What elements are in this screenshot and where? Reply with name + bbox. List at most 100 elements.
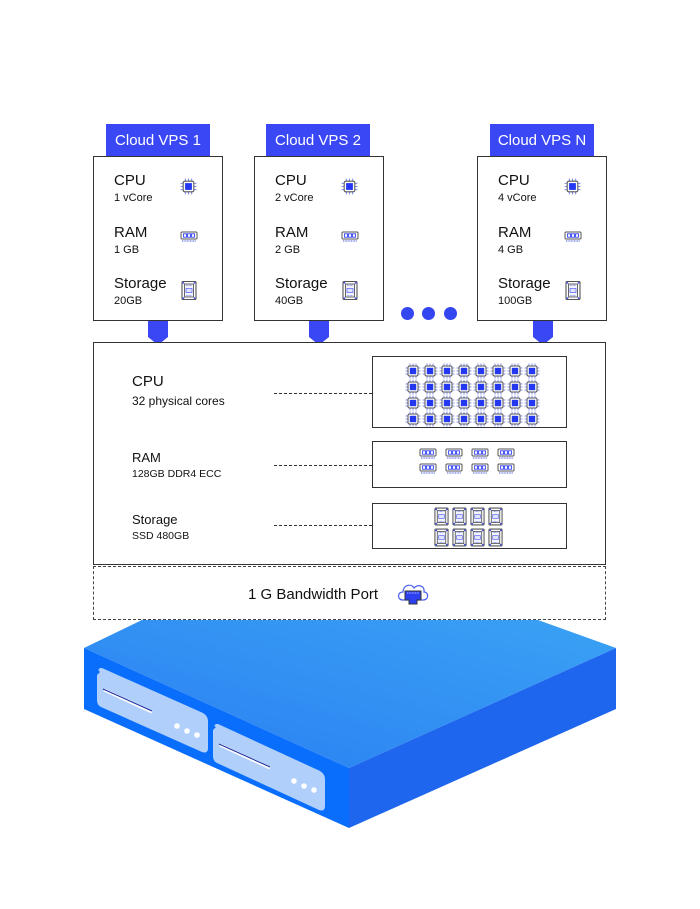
ram-rack bbox=[372, 441, 567, 488]
dot-2 bbox=[422, 307, 435, 320]
host-ram-value: 128GB DDR4 ECC bbox=[132, 468, 222, 480]
cpu-chip-icon bbox=[473, 411, 489, 427]
vps-2-connector bbox=[309, 321, 329, 345]
cpu-chip-icon bbox=[507, 363, 523, 379]
host-storage: Storage SSD 480GB bbox=[132, 512, 189, 543]
storage-label: Storage bbox=[114, 275, 167, 292]
cpu-value: 2 vCore bbox=[275, 192, 314, 204]
ram-value: 2 GB bbox=[275, 244, 301, 256]
vps-n-connector bbox=[533, 321, 553, 345]
ram-module-icon bbox=[497, 448, 515, 460]
ram-module-icon bbox=[445, 448, 463, 460]
cpu-chip-icon bbox=[490, 395, 506, 411]
ram-label: RAM bbox=[498, 224, 532, 241]
cpu-chip-grid bbox=[405, 363, 540, 427]
cpu-label: CPU bbox=[275, 172, 307, 189]
cpu-chip-icon bbox=[524, 395, 540, 411]
storage-dashed-link bbox=[274, 525, 372, 526]
dot-3 bbox=[444, 307, 457, 320]
host-cpu-value: 32 physical cores bbox=[132, 394, 225, 408]
ram-module-icon bbox=[445, 463, 463, 475]
cpu-chip-icon bbox=[507, 395, 523, 411]
ssd-icon bbox=[565, 280, 581, 301]
host-cpu: CPU 32 physical cores bbox=[132, 373, 225, 409]
ram-icon bbox=[341, 231, 359, 243]
vps-n-card: CPU 4 vCore RAM 4 GB Storage 100GB bbox=[477, 156, 607, 321]
vps-2-storage: Storage 40GB bbox=[275, 275, 328, 308]
ssd-grid bbox=[434, 507, 503, 547]
ssd-drive-icon bbox=[488, 528, 503, 547]
cpu-label: CPU bbox=[498, 172, 530, 189]
ram-value: 1 GB bbox=[114, 244, 140, 256]
host-storage-value: SSD 480GB bbox=[132, 530, 190, 542]
cpu-chip-icon bbox=[524, 363, 540, 379]
server-top-face bbox=[84, 620, 616, 768]
ssd-drive-icon bbox=[452, 507, 467, 526]
cpu-chip-icon bbox=[405, 379, 421, 395]
vps-1-storage: Storage 20GB bbox=[114, 275, 167, 308]
cpu-chip-icon bbox=[439, 379, 455, 395]
cpu-chip-icon bbox=[405, 363, 421, 379]
ram-icon bbox=[180, 231, 198, 243]
cpu-icon bbox=[564, 178, 581, 195]
storage-label: Storage bbox=[498, 275, 551, 292]
vps-n-cpu: CPU 4 vCore bbox=[498, 172, 537, 205]
cpu-chip-icon bbox=[490, 411, 506, 427]
cpu-chip-icon bbox=[439, 363, 455, 379]
cpu-chip-icon bbox=[456, 395, 472, 411]
dot-1 bbox=[401, 307, 414, 320]
bandwidth-port-label: 1 G Bandwidth Port bbox=[248, 586, 379, 603]
storage-rack bbox=[372, 503, 567, 549]
cpu-chip-icon bbox=[439, 411, 455, 427]
ram-module-icon bbox=[471, 463, 489, 475]
host-cpu-label: CPU bbox=[132, 373, 164, 390]
ssd-drive-icon bbox=[470, 528, 485, 547]
ram-icon bbox=[564, 231, 582, 243]
ram-module-grid bbox=[419, 448, 515, 475]
vps-2-card: CPU 2 vCore RAM 2 GB Storage 40GB bbox=[254, 156, 384, 321]
ssd-drive-icon bbox=[434, 507, 449, 526]
vps-2-cpu: CPU 2 vCore bbox=[275, 172, 314, 205]
host-ram-label: RAM bbox=[132, 450, 161, 465]
cpu-icon bbox=[341, 178, 358, 195]
ssd-drive-icon bbox=[452, 528, 467, 547]
vps-2-title-tab: Cloud VPS 2 bbox=[266, 124, 370, 157]
cpu-chip-icon bbox=[405, 395, 421, 411]
ram-module-icon bbox=[419, 448, 437, 460]
cpu-chip-icon bbox=[524, 379, 540, 395]
storage-value: 40GB bbox=[275, 295, 304, 307]
drive-bay-2 bbox=[213, 724, 325, 811]
vps-1-connector bbox=[148, 321, 168, 345]
server-side-face bbox=[349, 648, 616, 828]
vps-n-ram: RAM 4 GB bbox=[498, 224, 531, 257]
cpu-dashed-link bbox=[274, 393, 372, 394]
cpu-chip-icon bbox=[456, 363, 472, 379]
cpu-chip-icon bbox=[507, 411, 523, 427]
physical-server-icon bbox=[84, 620, 616, 828]
ram-module-icon bbox=[419, 463, 437, 475]
cpu-icon bbox=[180, 178, 197, 195]
ram-label: RAM bbox=[114, 224, 148, 241]
cpu-chip-icon bbox=[405, 411, 421, 427]
cpu-value: 4 vCore bbox=[498, 192, 537, 204]
cpu-chip-icon bbox=[524, 411, 540, 427]
ram-dashed-link bbox=[274, 465, 372, 466]
cpu-chip-icon bbox=[456, 379, 472, 395]
host-resources-box: CPU 32 physical cores RAM 128GB DDR4 ECC… bbox=[93, 342, 606, 565]
cpu-chip-icon bbox=[473, 395, 489, 411]
cpu-chip-icon bbox=[456, 411, 472, 427]
cpu-rack bbox=[372, 356, 567, 428]
cpu-chip-icon bbox=[422, 379, 438, 395]
cpu-chip-icon bbox=[490, 363, 506, 379]
drive-bay-1 bbox=[97, 668, 208, 753]
storage-value: 100GB bbox=[498, 295, 533, 307]
cpu-label: CPU bbox=[114, 172, 146, 189]
cpu-value: 1 vCore bbox=[114, 192, 153, 204]
vps-1-card: CPU 1 vCore RAM 1 GB Storage 20GB bbox=[93, 156, 223, 321]
storage-value: 20GB bbox=[114, 295, 143, 307]
vps-1-cpu: CPU 1 vCore bbox=[114, 172, 153, 205]
vps-n-title-tab: Cloud VPS N bbox=[490, 124, 594, 157]
ssd-icon bbox=[342, 280, 358, 301]
cpu-chip-icon bbox=[473, 379, 489, 395]
storage-label: Storage bbox=[275, 275, 328, 292]
